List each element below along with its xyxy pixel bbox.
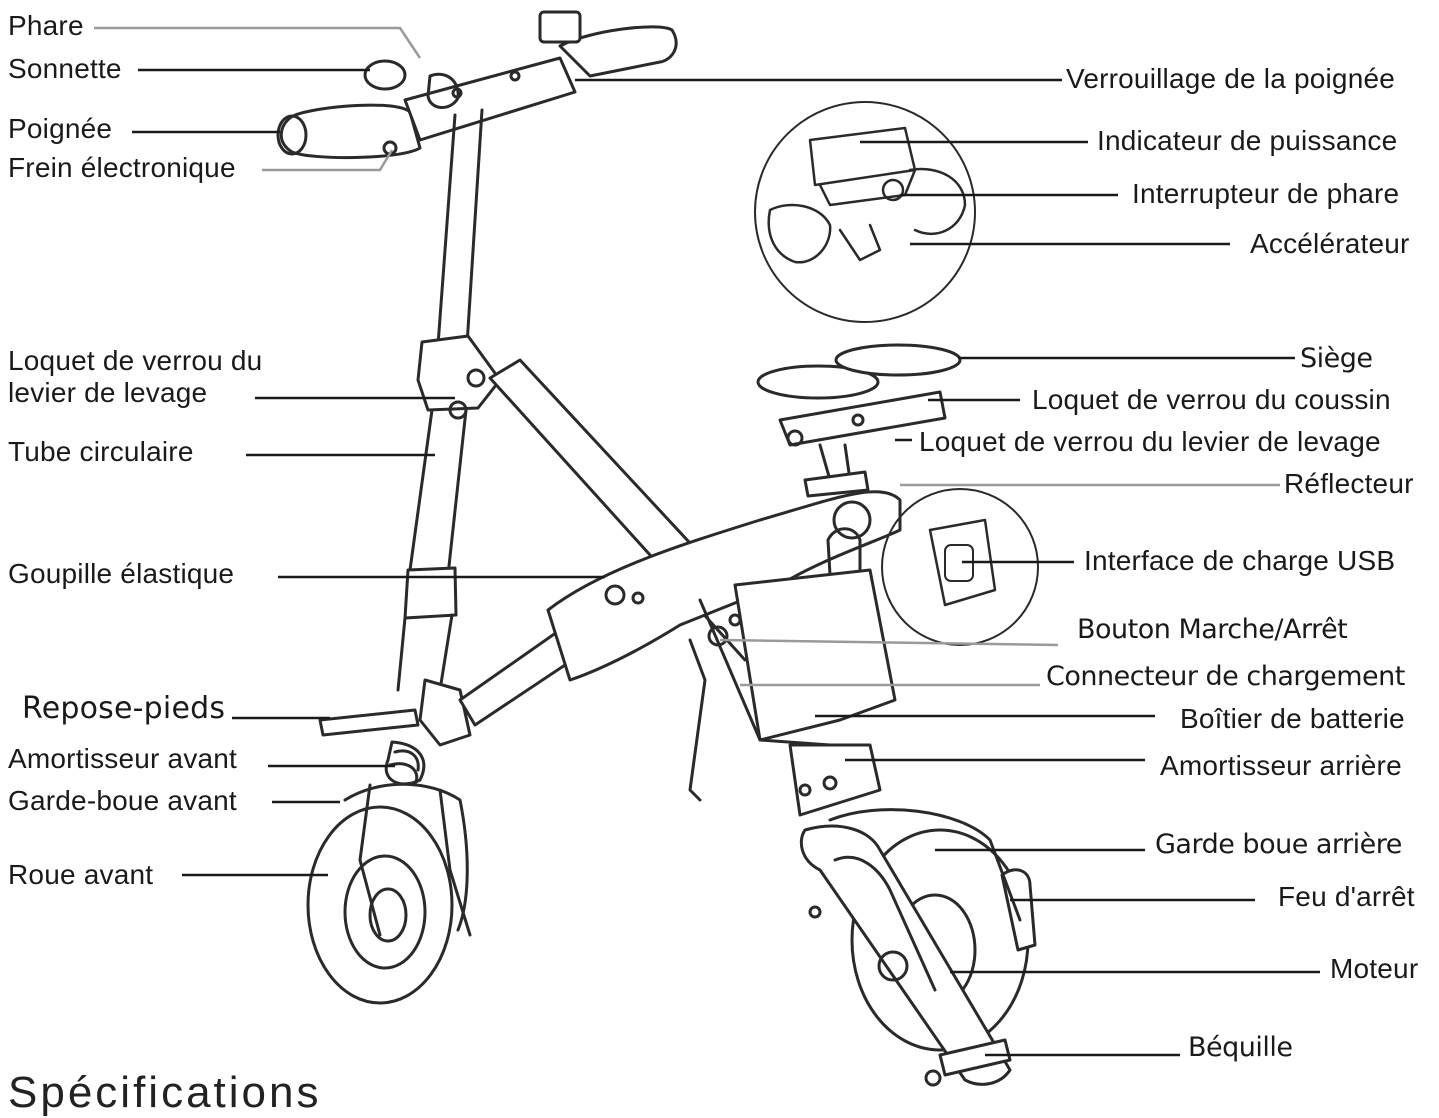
- label-siege: Siège: [1300, 343, 1373, 374]
- label-repose-pieds: Repose-pieds: [22, 691, 226, 726]
- label-loquet-coussin: Loquet de verrou du coussin: [1032, 384, 1391, 415]
- label-garde-boue-arriere: Garde boue arrière: [1155, 829, 1402, 860]
- label-indicateur-puissance: Indicateur de puissance: [1097, 125, 1398, 156]
- label-connecteur-chargement: Connecteur de chargement: [1046, 661, 1405, 692]
- label-boitier-batterie: Boîtier de batterie: [1180, 703, 1405, 734]
- label-amortisseur-avant: Amortisseur avant: [8, 743, 238, 774]
- usb-detail-drawing: [881, 488, 1039, 646]
- label-loquet-levier-line2: levier de levage: [8, 377, 208, 408]
- label-amortisseur-arriere: Amortisseur arrière: [1160, 750, 1402, 781]
- label-frein-electronique: Frein électronique: [8, 152, 236, 183]
- leader-bouton: [719, 638, 1059, 647]
- label-bequille: Béquille: [1188, 1032, 1293, 1063]
- label-loquet-levier-droite: Loquet de verrou du levier de levage: [919, 426, 1381, 457]
- label-accelerateur: Accélérateur: [1250, 228, 1410, 259]
- label-moteur: Moteur: [1330, 953, 1419, 984]
- seat-drawing: [756, 343, 962, 577]
- label-interrupteur-phare: Interrupteur de phare: [1132, 178, 1400, 209]
- label-roue-avant: Roue avant: [8, 859, 154, 890]
- label-bouton-marche-arret: Bouton Marche/Arrêt: [1077, 614, 1348, 645]
- label-feu-arret: Feu d'arrêt: [1278, 881, 1415, 912]
- label-sonnette: Sonnette: [8, 53, 122, 84]
- label-loquet-levier-line1: Loquet de verrou du: [8, 345, 263, 376]
- leader-frein: [262, 149, 394, 172]
- label-poignee: Poignée: [8, 113, 113, 144]
- frame-drawing: [458, 358, 902, 727]
- label-reflecteur: Réflecteur: [1284, 468, 1414, 499]
- leader-phare: [94, 26, 422, 59]
- label-goupille-elastique: Goupille élastique: [8, 558, 235, 589]
- throttle-detail-drawing: [754, 101, 976, 323]
- front-wheel-drawing: [306, 708, 472, 1005]
- label-interface-usb: Interface de charge USB: [1084, 545, 1396, 576]
- label-tube-circulaire: Tube circulaire: [8, 436, 194, 467]
- label-phare: Phare: [8, 10, 84, 41]
- section-heading: Spécifications: [8, 1068, 322, 1117]
- handlebar-drawing: [276, 10, 678, 160]
- steering-column-drawing: [396, 108, 502, 747]
- label-verrouillage-poignee: Verrouillage de la poignée: [1066, 63, 1396, 94]
- rear-wheel-drawing: [799, 808, 1037, 1087]
- label-garde-boue-avant: Garde-boue avant: [8, 785, 237, 816]
- battery-drawing: [688, 568, 897, 817]
